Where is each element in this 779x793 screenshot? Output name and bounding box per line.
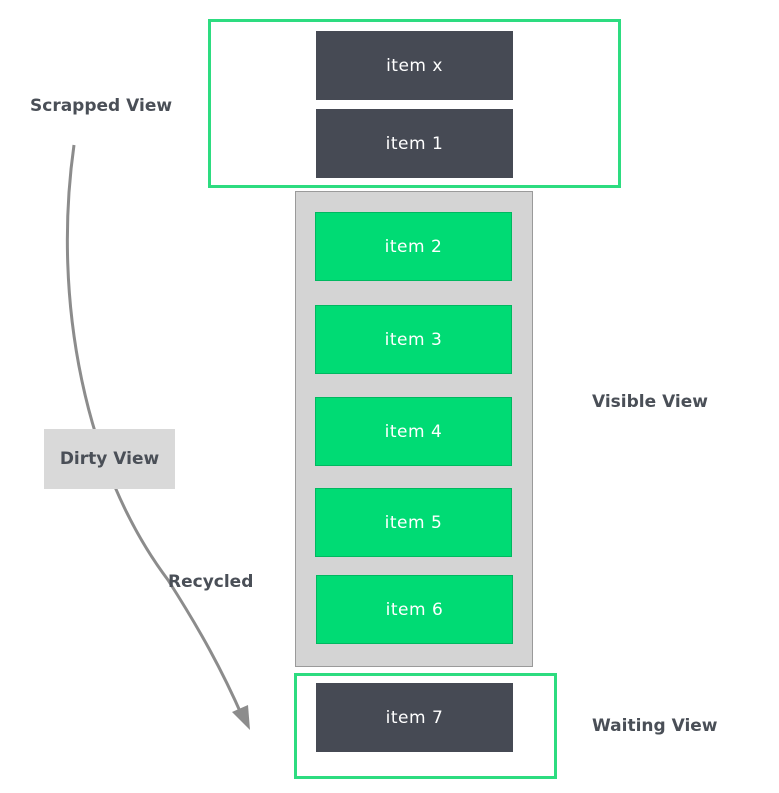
item-5: item 5 [315, 488, 512, 557]
recycle-arrow-path [65, 144, 245, 719]
dirty-view-box: Dirty View [44, 429, 175, 489]
item-4: item 4 [315, 397, 512, 466]
item-1: item 1 [316, 109, 513, 178]
item-2: item 2 [315, 212, 512, 281]
recycled-label: Recycled [168, 572, 254, 592]
scrapped-view-label: Scrapped View [30, 96, 173, 116]
item-7: item 7 [316, 683, 513, 752]
item-3: item 3 [315, 305, 512, 374]
waiting-view-label: Waiting View [592, 716, 718, 736]
visible-view-label: Visible View [592, 392, 708, 412]
item-6: item 6 [316, 575, 513, 644]
item-x: item x [316, 31, 513, 100]
scrapped-view-outline [208, 19, 621, 188]
recycle-arrow-head [232, 705, 250, 730]
waiting-view-outline [294, 673, 557, 779]
